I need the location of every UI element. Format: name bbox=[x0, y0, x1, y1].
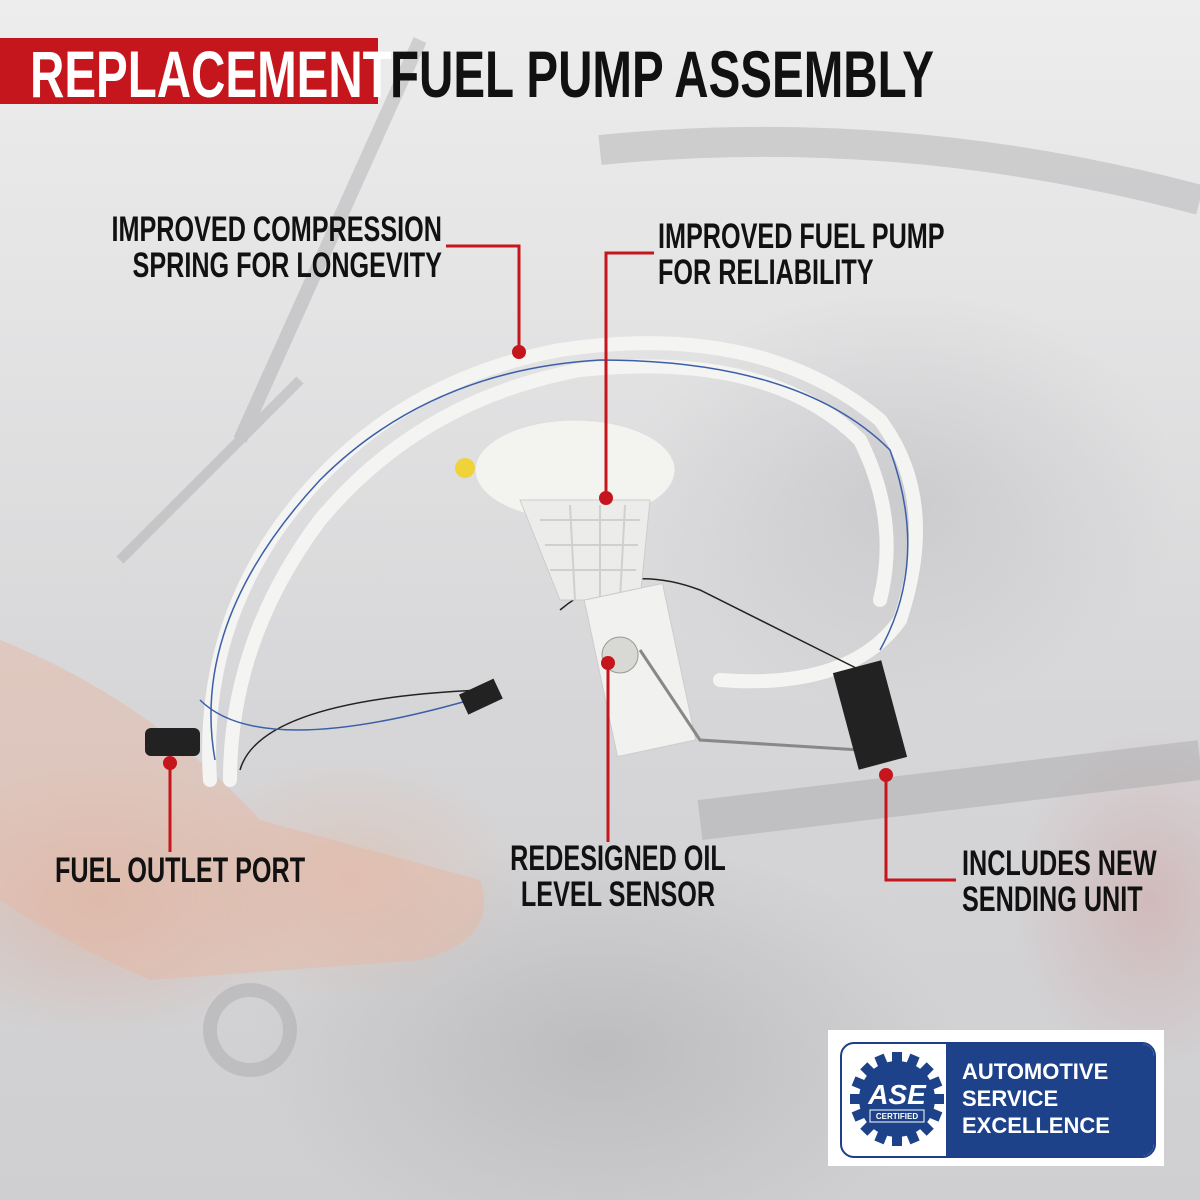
ase-gear-logo-icon: ASE CERTIFIED bbox=[850, 1052, 944, 1146]
ase-logo-text: ASE bbox=[867, 1079, 927, 1110]
callout-line-1: REDESIGNED OIL bbox=[510, 839, 726, 878]
ase-line-2: SERVICE bbox=[962, 1086, 1059, 1111]
title-highlight: REPLACEMENT bbox=[30, 37, 392, 111]
callout-oil-level-sensor: REDESIGNED OIL LEVEL SENSOR bbox=[474, 841, 762, 913]
callout-dot-oil-sensor bbox=[601, 656, 615, 670]
callout-line-2: SENDING UNIT bbox=[962, 880, 1143, 919]
ase-line-3: EXCELLENCE bbox=[962, 1113, 1110, 1138]
callout-line-1: IMPROVED FUEL PUMP bbox=[658, 217, 945, 256]
callout-line-fuel-pump bbox=[604, 251, 654, 498]
callout-line-2: SPRING FOR LONGEVITY bbox=[132, 246, 443, 285]
callout-dot-fuel-outlet bbox=[163, 756, 177, 770]
callout-compression-spring: IMPROVED COMPRESSION SPRING FOR LONGEVIT… bbox=[112, 212, 442, 284]
callout-fuel-pump: IMPROVED FUEL PUMP FOR RELIABILITY bbox=[658, 219, 945, 291]
ase-certified-badge: ASE CERTIFIED AUTOMOTIVE SERVICE EXCELLE… bbox=[828, 1030, 1164, 1166]
ase-logo-sub: CERTIFIED bbox=[876, 1112, 918, 1121]
ase-line-1: AUTOMOTIVE bbox=[962, 1059, 1109, 1084]
callout-dot-fuel-pump bbox=[599, 491, 613, 505]
callout-line-sending-unit bbox=[884, 775, 956, 882]
callout-line-1: INCLUDES NEW bbox=[962, 844, 1157, 883]
callout-sending-unit: INCLUDES NEW SENDING UNIT bbox=[962, 846, 1157, 918]
ase-text: AUTOMOTIVE SERVICE EXCELLENCE bbox=[962, 1058, 1110, 1139]
callout-line-compression-spring bbox=[446, 244, 521, 352]
title-rest: FUEL PUMP ASSEMBLY bbox=[390, 37, 934, 111]
callout-fuel-outlet: FUEL OUTLET PORT bbox=[55, 853, 305, 889]
title-highlight-banner: REPLACEMENT bbox=[0, 37, 392, 111]
callout-dot-compression-spring bbox=[512, 345, 526, 359]
callout-line-1: IMPROVED COMPRESSION bbox=[111, 210, 442, 249]
ase-blue-panel bbox=[946, 1044, 1154, 1156]
callout-line-2: FOR RELIABILITY bbox=[658, 253, 874, 292]
callout-line-2: LEVEL SENSOR bbox=[520, 875, 716, 914]
callout-dot-sending-unit bbox=[879, 768, 893, 782]
callout-line-1: FUEL OUTLET PORT bbox=[55, 851, 306, 890]
